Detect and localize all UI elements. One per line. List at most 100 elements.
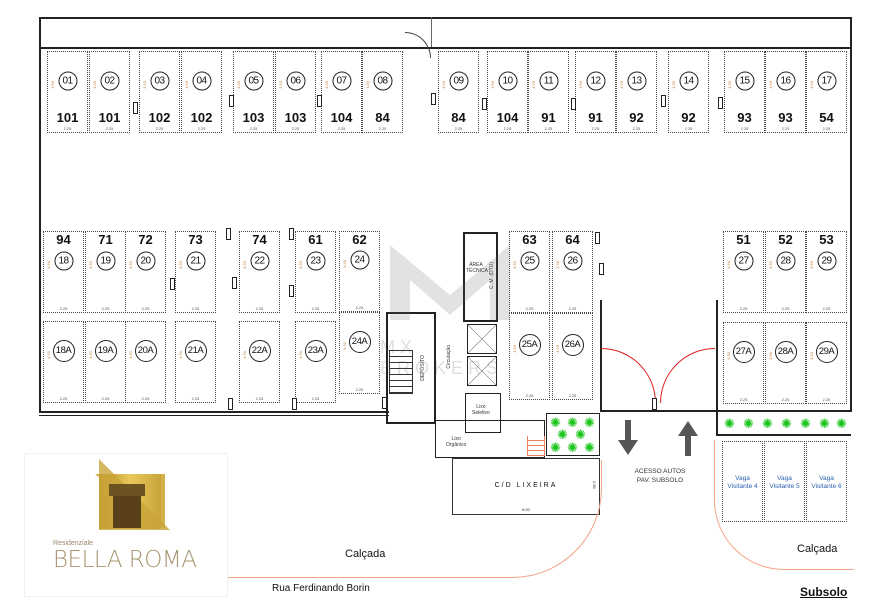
stall-length: 4.50 — [298, 350, 303, 359]
parking-stall[interactable]: 4.50 21 73 2.25 — [175, 231, 216, 313]
stall-number: 22 — [250, 251, 269, 271]
ramp-threshold — [600, 410, 716, 412]
parking-stall[interactable]: 4.50 21A 2.25 — [175, 321, 216, 403]
planter-wall — [716, 434, 851, 436]
planter-right: ✺✺✺✺✺✺✺ — [718, 413, 850, 434]
column-pillar — [232, 277, 237, 289]
shrub-icon: ✺ — [800, 416, 811, 431]
elevator-1 — [467, 324, 497, 354]
parking-stall[interactable]: 4.50 22A 2.25 — [239, 321, 280, 403]
parking-stall[interactable]: 4.50 03 102 2.25 — [139, 51, 180, 133]
stall-length: 4.50 — [184, 80, 189, 89]
mx-logo-icon — [390, 245, 510, 320]
stall-width: 2.25 — [568, 393, 577, 398]
parking-stall[interactable]: 4.50 19 71 2.25 — [85, 231, 126, 313]
stall-number: 18 — [54, 251, 73, 271]
stall-number: 25A — [518, 333, 541, 356]
parking-stall[interactable]: 4.50 24 62 2.25 — [339, 231, 380, 312]
parking-stall[interactable]: 4.50 28 52 2.25 — [765, 231, 806, 313]
parking-stall[interactable]: 4.50 15 93 2.25 — [724, 51, 765, 133]
column-pillar — [431, 93, 436, 105]
parking-stall[interactable]: 4.50 17 54 2.25 — [806, 51, 847, 133]
parking-stall[interactable]: 4.50 23 61 2.25 — [295, 231, 336, 313]
parking-stall[interactable]: 4.50 12 91 2.25 — [575, 51, 616, 133]
parking-stall[interactable]: 4.50 08 84 2.25 — [362, 51, 403, 133]
parking-stall[interactable]: 4.50 14 92 2.25 — [668, 51, 709, 133]
stall-number: 02 — [100, 71, 119, 91]
stall-length: 4.50 — [809, 80, 814, 89]
stall-width: 2.25 — [59, 306, 68, 311]
parking-stall[interactable]: 4.50 26 64 2.25 — [552, 231, 593, 313]
unit-number: 103 — [242, 110, 265, 125]
floor-title: Subsolo — [800, 585, 848, 599]
parking-stall[interactable]: 4.50 23A 2.25 — [295, 321, 336, 403]
parking-stall[interactable]: 4.50 11 91 2.25 — [528, 51, 569, 133]
parking-stall[interactable]: 4.50 13 92 2.25 — [616, 51, 657, 133]
stall-length: 4.50 — [92, 80, 97, 89]
unit-number: 101 — [98, 110, 121, 125]
arrow-up-icon — [678, 421, 698, 456]
stall-width: 2.25 — [197, 126, 206, 131]
stall-width: 2.25 — [822, 306, 831, 311]
column-pillar — [382, 397, 387, 409]
elevator-2 — [467, 356, 497, 386]
stall-length: 4.50 — [298, 260, 303, 269]
parking-stall[interactable]: 4.50 18 94 2.25 — [43, 231, 84, 313]
stall-number: 20A — [134, 339, 157, 362]
parking-stall[interactable]: 4.50 25 63 2.25 — [509, 231, 550, 313]
unit-number: 101 — [56, 110, 79, 125]
parking-stall[interactable]: 4.50 09 84 2.25 — [438, 51, 479, 133]
visitor-label: Vaga — [735, 475, 750, 482]
parking-stall[interactable]: 4.50 25A 2.25 — [509, 313, 550, 400]
stall-width: 2.25 — [822, 397, 831, 402]
stall-length: 4.50 — [555, 344, 560, 353]
parking-stall[interactable]: 4.50 02 101 2.25 — [89, 51, 130, 133]
column-pillar — [228, 398, 233, 410]
stall-length: 4.50 — [578, 80, 583, 89]
planter-center: ✺✺✺✺✺✺✺✺ — [546, 413, 600, 456]
parking-stall[interactable]: 4.50 07 104 2.25 — [321, 51, 362, 133]
parking-stall[interactable]: 4.50 10 104 2.25 — [487, 51, 528, 133]
parking-stall[interactable]: 4.50 29A 2.25 — [806, 322, 847, 404]
visitor-parking-stall[interactable]: Vaga Visitante 6 — [806, 441, 847, 522]
stall-number: 13 — [627, 71, 646, 91]
parking-stall[interactable]: 4.50 27A 2.25 — [723, 322, 764, 404]
parking-stall[interactable]: 4.50 22 74 2.25 — [239, 231, 280, 313]
stall-number: 04 — [192, 71, 211, 91]
parking-stall[interactable]: 4.50 26A 2.25 — [552, 313, 593, 400]
parking-stall[interactable]: 4.50 20 72 2.25 — [125, 231, 166, 313]
unit-number: 93 — [778, 110, 793, 125]
stall-length: 4.50 — [727, 80, 732, 89]
column-pillar — [571, 98, 576, 110]
stall-length: 4.50 — [88, 260, 93, 269]
parking-stall[interactable]: 4.50 24A 2.25 — [339, 312, 380, 394]
visitor-parking-stall[interactable]: Vaga Visitante 4 — [722, 441, 763, 522]
parking-stall[interactable]: 4.50 28A 2.25 — [765, 322, 806, 404]
parking-stall[interactable]: 4.50 01 101 2.25 — [47, 51, 88, 133]
stall-width: 2.25 — [684, 126, 693, 131]
entrance-door-swing — [405, 32, 431, 58]
parking-stall[interactable]: 4.50 27 51 2.25 — [723, 231, 764, 313]
stall-width: 2.25 — [781, 126, 790, 131]
stall-width: 2.25 — [255, 396, 264, 401]
column-pillar — [226, 228, 231, 240]
parking-stall[interactable]: 4.50 20A 2.25 — [125, 321, 166, 403]
stall-length: 4.50 — [242, 350, 247, 359]
parking-stall[interactable]: 4.50 04 102 2.25 — [181, 51, 222, 133]
parking-stall[interactable]: 4.50 29 53 2.25 — [806, 231, 847, 313]
parking-stall[interactable]: 4.50 05 103 2.25 — [233, 51, 274, 133]
parking-stall[interactable]: 4.50 16 93 2.25 — [765, 51, 806, 133]
visitor-label: Vaga — [777, 475, 792, 482]
visitor-parking-stall[interactable]: Vaga Visitante 5 — [764, 441, 805, 522]
column-pillar — [170, 278, 175, 290]
stall-number: 14 — [679, 71, 698, 91]
stall-length: 4.50 — [342, 341, 347, 350]
parking-stall[interactable]: 4.50 18A 2.25 — [43, 321, 84, 403]
stall-length: 4.50 — [324, 80, 329, 89]
stall-width: 2.25 — [454, 126, 463, 131]
arrow-down-icon — [618, 420, 638, 455]
stall-width: 2.25 — [378, 126, 387, 131]
stall-number: 27A — [732, 340, 755, 363]
parking-stall[interactable]: 4.50 19A 2.25 — [85, 321, 126, 403]
parking-stall[interactable]: 4.50 06 103 2.25 — [275, 51, 316, 133]
